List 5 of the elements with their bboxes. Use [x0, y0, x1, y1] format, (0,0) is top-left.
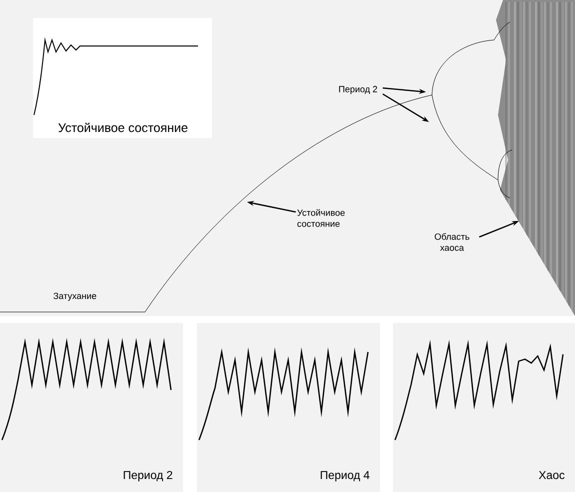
callout-text: Область хаоса	[434, 233, 470, 251]
callout-text: Период 2	[339, 86, 378, 94]
region-label: Затухание	[54, 292, 96, 301]
callout-text: Устойчивое состояние	[297, 209, 345, 227]
inset-panel: Устойчивое состояние	[33, 18, 212, 138]
